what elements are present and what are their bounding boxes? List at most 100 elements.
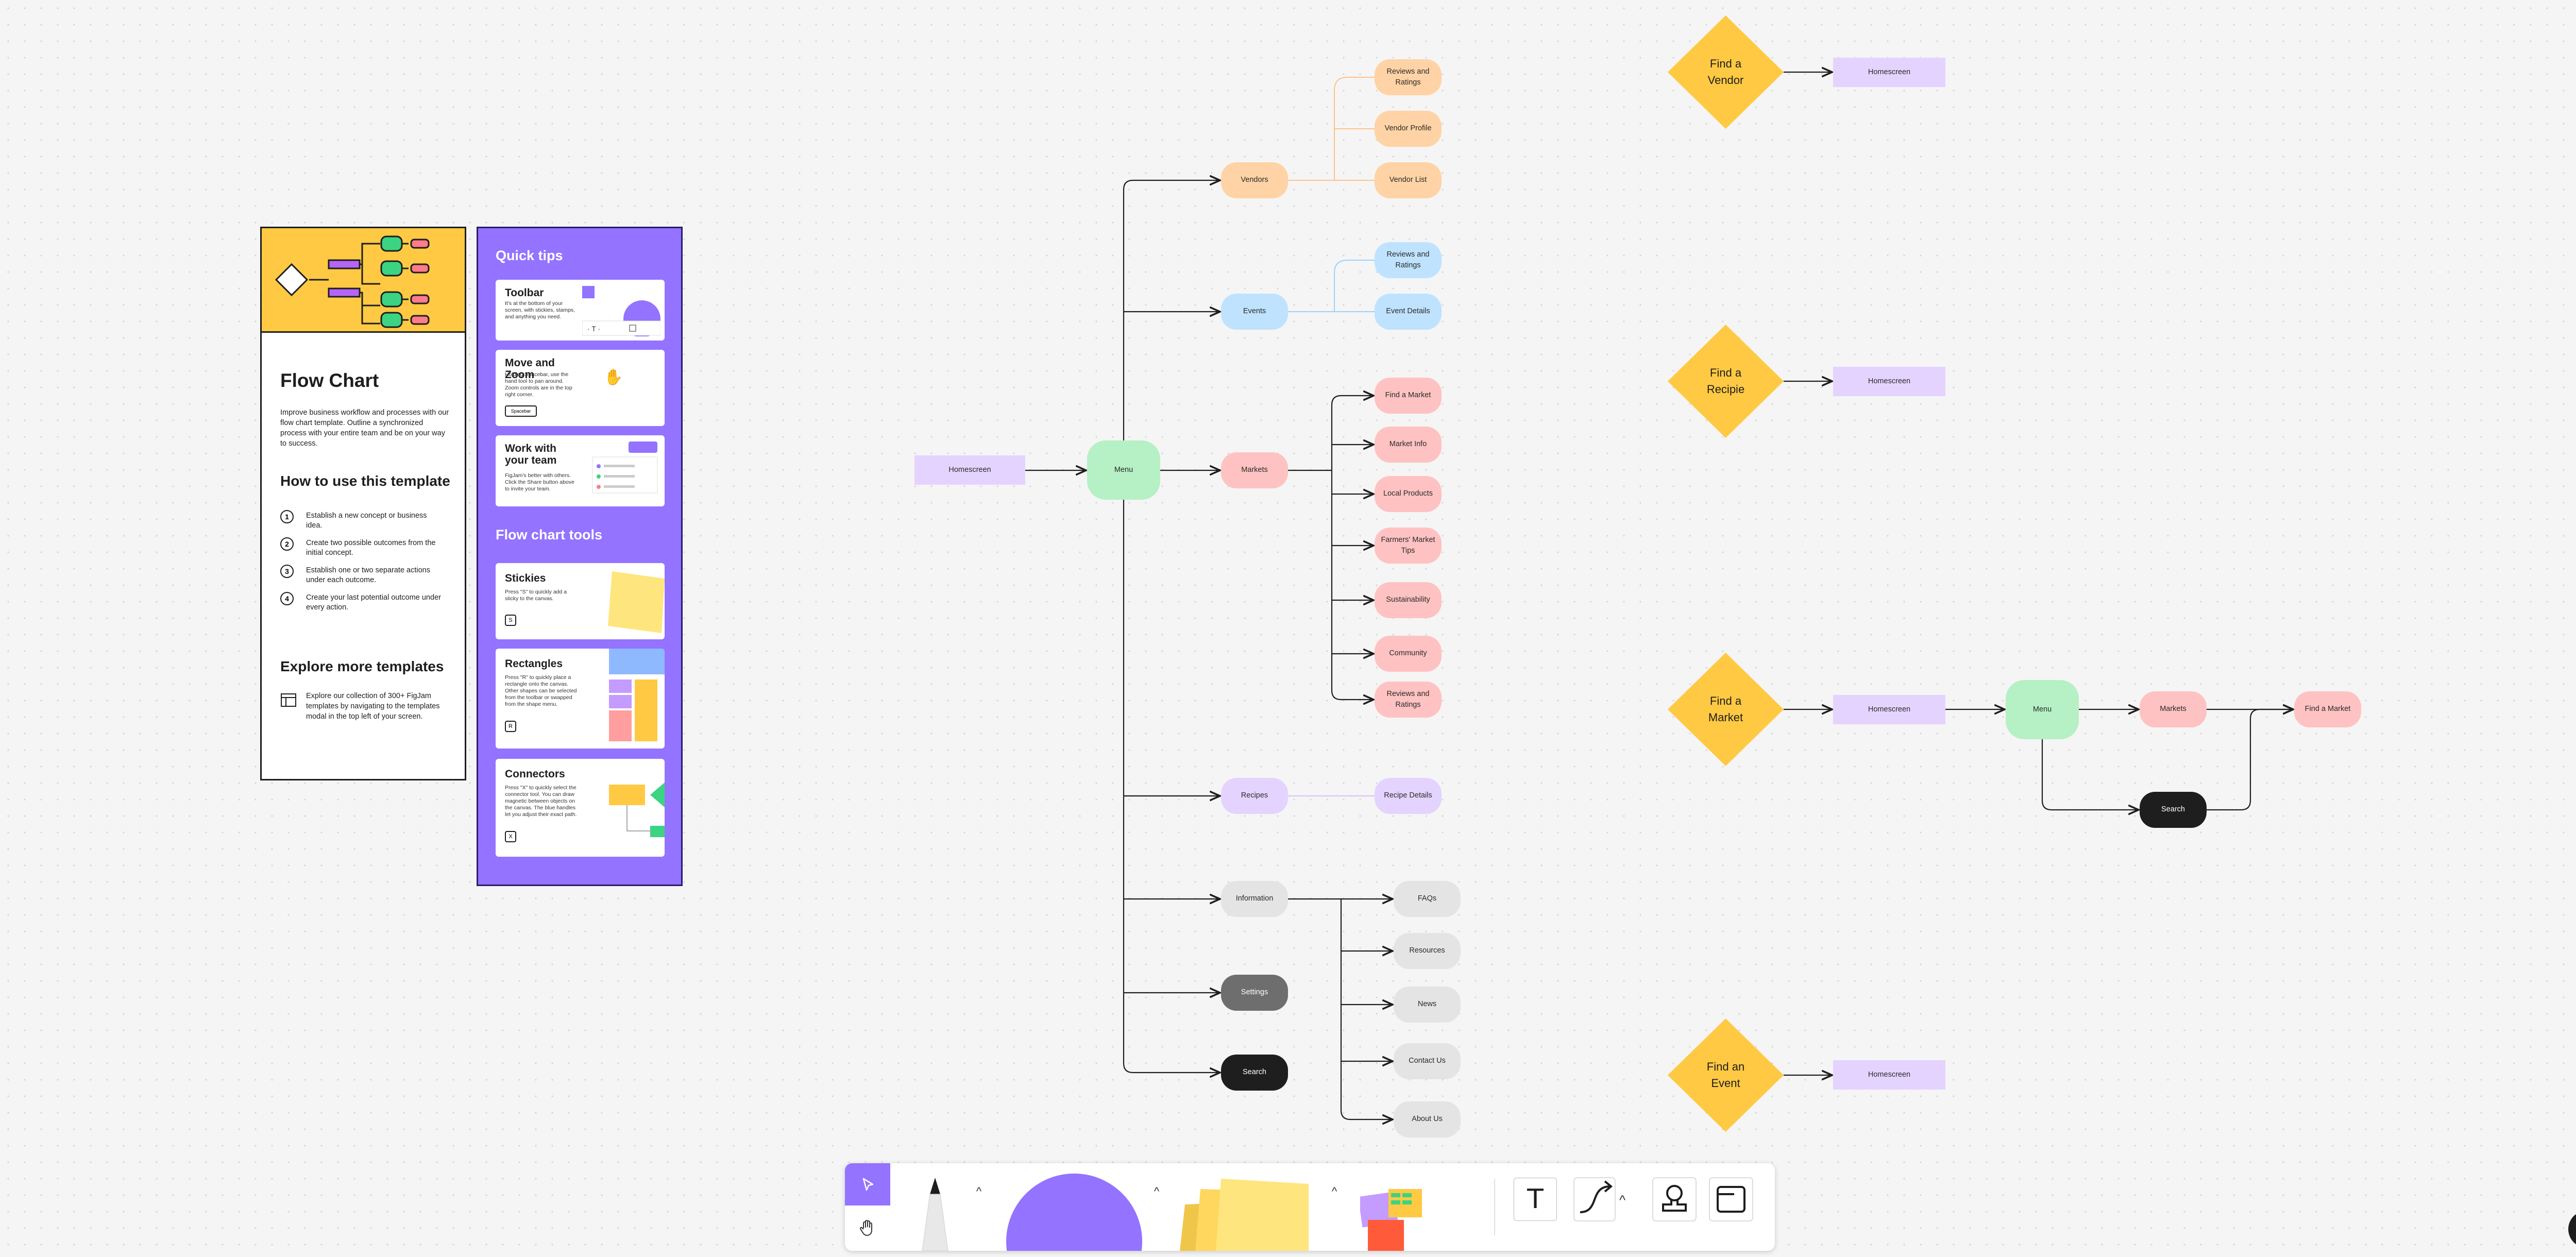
circle-shape-icon bbox=[1006, 1174, 1142, 1251]
decision-find-vendor[interactable]: Find a Vendor bbox=[1668, 15, 1784, 129]
step-number: 2 bbox=[280, 537, 294, 551]
connector-tool-button[interactable]: ^ bbox=[1569, 1174, 1633, 1225]
recipe-details-node[interactable]: Recipe Details bbox=[1375, 778, 1442, 814]
connector-icon: ^ bbox=[1573, 1177, 1626, 1221]
news-node[interactable]: News bbox=[1394, 987, 1461, 1023]
hand-icon: ✋ bbox=[604, 369, 623, 386]
share-preview-icon bbox=[587, 441, 659, 498]
market-journey-homescreen[interactable]: Homescreen bbox=[1833, 695, 1945, 724]
svg-text:^: ^ bbox=[1619, 1192, 1626, 1208]
guide-intro: Improve business workflow and processes … bbox=[280, 409, 449, 448]
connector bbox=[1331, 690, 1374, 700]
step-text: Establish one or two separate actions un… bbox=[306, 566, 430, 584]
tip-card-desc: Press "R" to quickly place a rectangle o… bbox=[505, 674, 577, 707]
hand-tool-button[interactable] bbox=[845, 1205, 890, 1251]
market-journey-find-a-market[interactable]: Find a Market bbox=[2294, 691, 2361, 727]
stickers-tool-button[interactable] bbox=[1360, 1189, 1422, 1251]
tip-card-desc: FigJam's better with others. Click the S… bbox=[505, 472, 574, 492]
step-number: 1 bbox=[280, 510, 294, 523]
text-tool-button[interactable]: T bbox=[1510, 1174, 1561, 1225]
recipe-journey-homescreen[interactable]: Homescreen bbox=[1833, 367, 1945, 396]
toolbar-divider bbox=[1494, 1179, 1495, 1235]
sticky-expand-chevron-icon[interactable]: ^ bbox=[1331, 1185, 1337, 1198]
connector-shortcut-key: X bbox=[505, 831, 516, 842]
tip-card-title: Connectors bbox=[505, 768, 565, 780]
select-tool-button[interactable] bbox=[845, 1163, 890, 1205]
explore-title: Explore more templates bbox=[280, 658, 444, 674]
tip-card-toolbar: Toolbar It's at the bottom of your scree… bbox=[496, 280, 665, 341]
sticky-note-icon bbox=[608, 568, 665, 633]
vendor-journey-homescreen[interactable]: Homescreen bbox=[1833, 58, 1945, 87]
vendor-profile-node[interactable]: Vendor Profile bbox=[1375, 111, 1442, 147]
community-node[interactable]: Community bbox=[1375, 636, 1442, 672]
connector bbox=[1123, 500, 1220, 1073]
step-text: Establish a new concept or business idea… bbox=[306, 512, 427, 530]
template-guide-panel: Flow Chart Improve business workflow and… bbox=[260, 227, 466, 780]
connector bbox=[1340, 1110, 1393, 1119]
rectangle-shortcut-key: R bbox=[505, 721, 516, 732]
market-journey-search[interactable]: Search bbox=[2140, 792, 2207, 828]
resources-node[interactable]: Resources bbox=[1394, 933, 1461, 969]
about-us-node[interactable]: About Us bbox=[1394, 1101, 1461, 1137]
local-products-node[interactable]: Local Products bbox=[1375, 476, 1442, 512]
marker-tool-button[interactable] bbox=[907, 1174, 963, 1251]
sticky-shortcut-key: S bbox=[505, 615, 516, 626]
connector bbox=[1288, 260, 1375, 312]
connector bbox=[1123, 180, 1220, 440]
contact-us-node[interactable]: Contact Us bbox=[1394, 1043, 1461, 1079]
stamp-icon bbox=[1652, 1177, 1697, 1221]
guide-hero-illustration bbox=[262, 228, 465, 333]
sticky-tool-button[interactable] bbox=[1175, 1174, 1324, 1251]
market-journey-markets[interactable]: Markets bbox=[2140, 691, 2207, 727]
market-info-node[interactable]: Market Info bbox=[1375, 427, 1442, 463]
stamp-tool-button[interactable] bbox=[1649, 1174, 1700, 1225]
tip-card-title: Move and Zoom bbox=[505, 357, 555, 381]
faqs-node[interactable]: FAQs bbox=[1394, 881, 1461, 917]
marker-expand-chevron-icon[interactable]: ^ bbox=[976, 1185, 982, 1198]
how-to-title: How to use this template bbox=[280, 473, 450, 489]
markets-node[interactable]: Markets bbox=[1221, 452, 1288, 488]
tip-card-desc: It's at the bottom of your screen, with … bbox=[505, 300, 575, 320]
section-tool-button[interactable] bbox=[1705, 1174, 1757, 1225]
vendor-reviews-node[interactable]: Reviews and Ratings bbox=[1375, 59, 1442, 95]
vendors-node[interactable]: Vendors bbox=[1221, 162, 1288, 198]
guide-step: 1 Establish a new concept or business id… bbox=[280, 510, 450, 533]
vendor-list-node[interactable]: Vendor List bbox=[1375, 162, 1442, 198]
shape-expand-chevron-icon[interactable]: ^ bbox=[1154, 1185, 1160, 1198]
menu-node[interactable]: Menu bbox=[1087, 440, 1160, 500]
decision-find-recipe[interactable]: Find a Recipie bbox=[1668, 325, 1784, 438]
farmers-market-tips-node[interactable]: Farmers' Market Tips bbox=[1375, 528, 1442, 564]
decision-label: Find an Event bbox=[1706, 1060, 1745, 1090]
shape-tool-button[interactable] bbox=[1002, 1168, 1146, 1251]
tip-card-team: Work with your team FigJam's better with… bbox=[496, 435, 665, 506]
homescreen-node[interactable]: Homescreen bbox=[914, 455, 1025, 485]
event-reviews-node[interactable]: Reviews and Ratings bbox=[1375, 242, 1442, 278]
events-node[interactable]: Events bbox=[1221, 294, 1288, 330]
event-journey-homescreen[interactable]: Homescreen bbox=[1833, 1060, 1945, 1090]
spacebar-key: Spacebar bbox=[505, 405, 537, 417]
search-node[interactable]: Search bbox=[1221, 1055, 1288, 1091]
sticky-stack-icon bbox=[1180, 1179, 1309, 1251]
decision-find-market[interactable]: Find a Market bbox=[1668, 653, 1784, 766]
tip-card-desc: Press "S" to quickly add a sticky to the… bbox=[505, 589, 567, 602]
tip-card-desc: Press "X" to quickly select the connecto… bbox=[505, 785, 577, 818]
market-reviews-node[interactable]: Reviews and Ratings bbox=[1375, 682, 1442, 718]
event-details-node[interactable]: Event Details bbox=[1375, 294, 1442, 330]
connector bbox=[2207, 709, 2293, 811]
marker-pen-icon bbox=[922, 1178, 948, 1251]
tip-card-move-zoom: Move and Zoom Holding Spacebar, use the … bbox=[496, 350, 665, 426]
guide-title: Flow Chart bbox=[280, 370, 379, 391]
explore-text: Explore our collection of 300+ FigJam te… bbox=[306, 692, 440, 721]
recipes-node[interactable]: Recipes bbox=[1221, 778, 1288, 814]
information-node[interactable]: Information bbox=[1221, 881, 1288, 917]
market-journey-menu[interactable]: Menu bbox=[2006, 680, 2079, 739]
decision-label: Find a Market bbox=[1708, 694, 1743, 724]
tip-card-rectangles: Rectangles Press "R" to quickly place a … bbox=[496, 649, 665, 749]
guide-step: 4 Create your last potential outcome und… bbox=[280, 592, 450, 615]
decision-find-event[interactable]: Find an Event bbox=[1668, 1018, 1784, 1132]
settings-node[interactable]: Settings bbox=[1221, 975, 1288, 1011]
step-text: Create your last potential outcome under… bbox=[306, 593, 441, 611]
sustainability-node[interactable]: Sustainability bbox=[1375, 582, 1442, 618]
find-a-market-node[interactable]: Find a Market bbox=[1375, 378, 1442, 414]
